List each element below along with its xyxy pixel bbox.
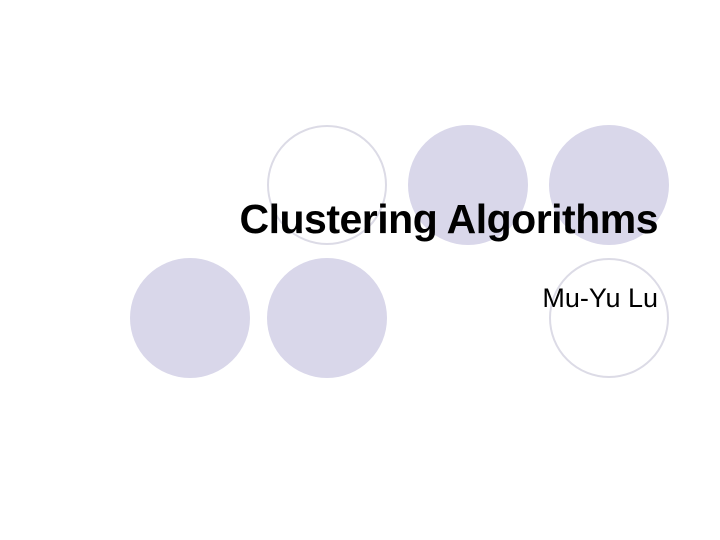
- decorative-circle-outline: [549, 258, 669, 378]
- decorative-circle-outline: [267, 125, 387, 245]
- decorative-circle-filled: [130, 258, 250, 378]
- decorative-circle-filled: [267, 258, 387, 378]
- slide-title: Clustering Algorithms: [239, 196, 659, 242]
- decorative-circle-filled: [549, 125, 669, 245]
- slide-subtitle-author: Mu-Yu Lu: [542, 283, 658, 313]
- decorative-circle-filled: [408, 125, 528, 245]
